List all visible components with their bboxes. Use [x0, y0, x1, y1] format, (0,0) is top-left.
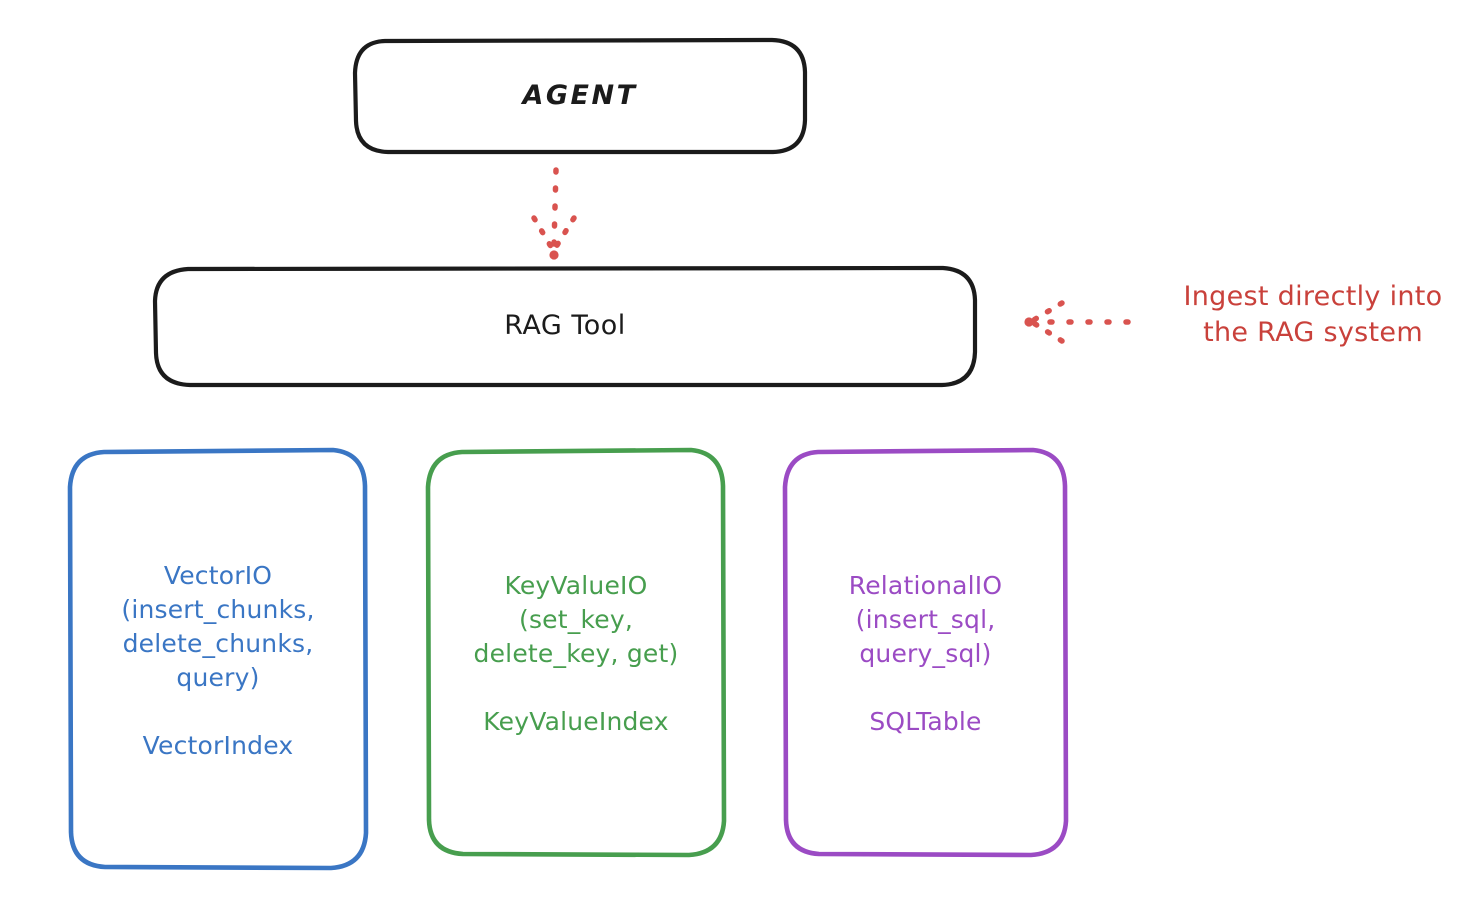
vector-io-node[interactable]: VectorIO (insert_chunks, delete_chunks, …	[70, 450, 366, 868]
vector-io-node-label: VectorIO (insert_chunks, delete_chunks, …	[121, 560, 315, 692]
sql-table-label: SQLTable	[869, 707, 982, 736]
ingest-to-rag-connector	[1024, 300, 1131, 344]
vector-index-label: VectorIndex	[142, 730, 294, 760]
rag-tool-node-label: RAG Tool	[504, 310, 626, 342]
relational-io-node-label: RelationalIO (insert_sql, query_sql)	[848, 571, 1003, 668]
key-value-io-node[interactable]: KeyValueIO (set_key, delete_key, get) Ke…	[428, 450, 724, 855]
rag-tool-box-outline	[152, 265, 978, 388]
key-value-index-label: KeyValueIndex	[483, 707, 669, 736]
rag-tool-node[interactable]: RAG Tool	[155, 268, 975, 385]
agent-node-label: AGENT	[522, 79, 638, 111]
relational-io-box-outline	[782, 447, 1069, 858]
relational-io-node[interactable]: RelationalIO (insert_sql, query_sql) SQL…	[785, 450, 1066, 855]
key-value-io-node-label: KeyValueIO (set_key, delete_key, get)	[473, 571, 679, 668]
key-value-io-box-outline	[425, 447, 727, 858]
vector-io-box-outline	[67, 447, 369, 871]
agent-to-rag-connector	[531, 167, 577, 260]
agent-box-outline	[352, 37, 808, 155]
ingest-annotation-text: Ingest directly into the RAG system	[1183, 281, 1443, 349]
agent-node[interactable]: AGENT	[355, 40, 805, 152]
